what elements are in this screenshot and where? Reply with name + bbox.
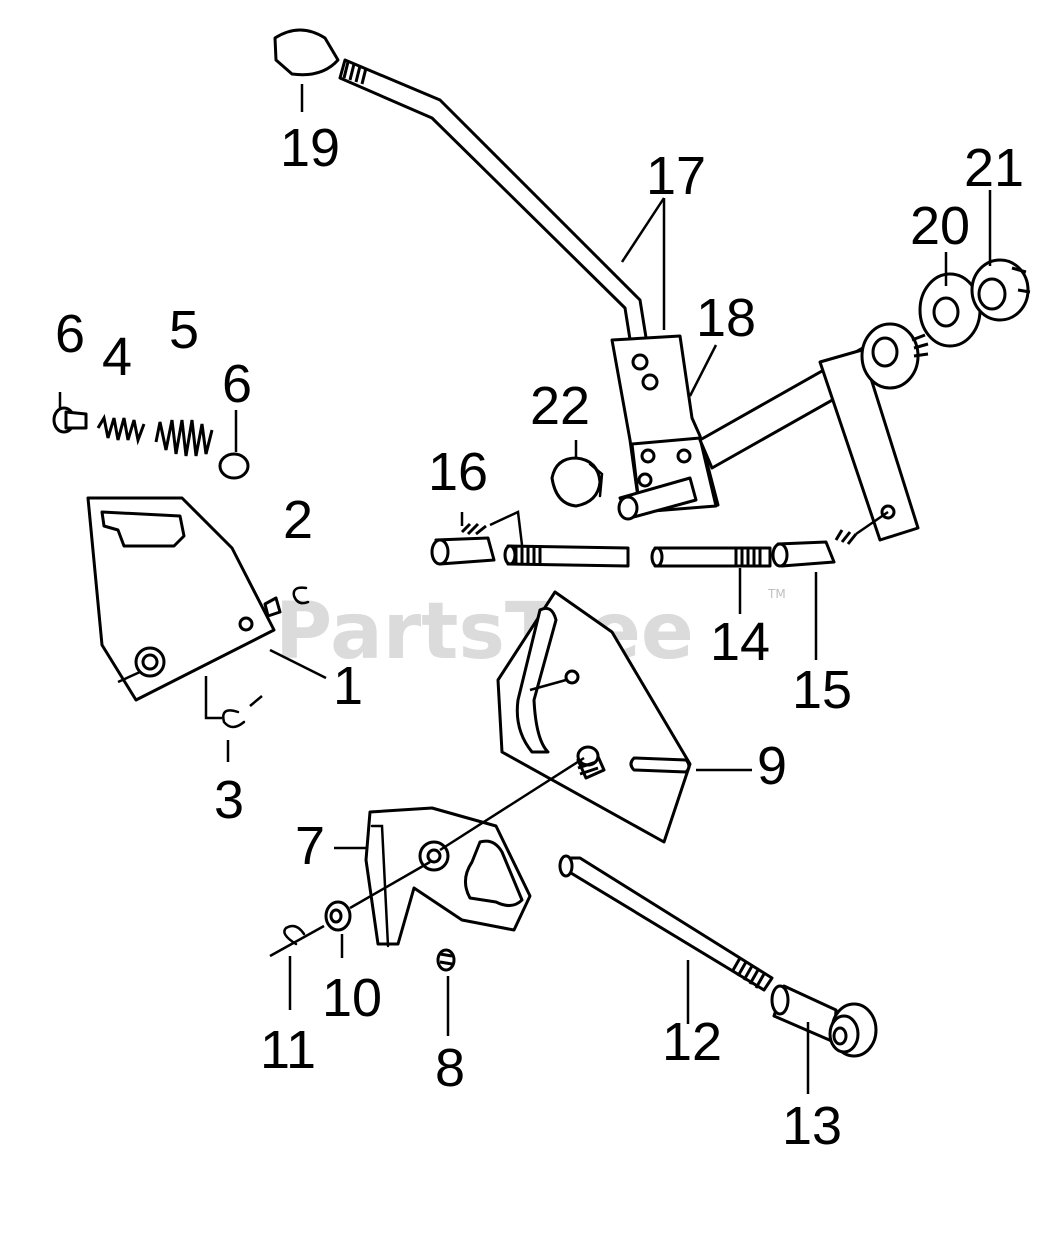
part-10-washer bbox=[324, 860, 431, 932]
part-2-clip bbox=[292, 586, 310, 605]
callout-3: 3 bbox=[214, 770, 244, 830]
callout-6-right: 6 bbox=[222, 354, 252, 414]
part-6-cap-right bbox=[218, 452, 250, 480]
callout-8: 8 bbox=[435, 1038, 465, 1098]
callout-16: 16 bbox=[428, 442, 488, 502]
callout-7: 7 bbox=[295, 816, 325, 876]
watermark-trademark: TM bbox=[767, 587, 786, 601]
part-9-gate-plate bbox=[496, 590, 692, 844]
callout-15: 15 bbox=[792, 660, 852, 720]
part-6-pin-left bbox=[52, 406, 88, 434]
callout-11: 11 bbox=[260, 1020, 316, 1080]
callout-22: 22 bbox=[530, 376, 590, 436]
shaft-assembly bbox=[617, 322, 929, 542]
callout-numbers: 1 2 3 4 5 6 6 7 8 9 10 11 12 13 14 15 16… bbox=[55, 118, 1024, 1156]
callout-12: 12 bbox=[662, 1012, 722, 1072]
callout-4: 4 bbox=[102, 327, 132, 387]
part-15-clevis bbox=[771, 510, 889, 568]
part-18-bracket bbox=[610, 334, 720, 514]
part-22-cap bbox=[550, 456, 604, 508]
part-14-rods bbox=[503, 544, 772, 568]
callout-1: 1 bbox=[333, 656, 363, 716]
part-5-spring bbox=[154, 419, 214, 457]
callout-18: 18 bbox=[696, 288, 756, 348]
part-3-clip bbox=[204, 676, 263, 729]
callout-13: 13 bbox=[782, 1096, 842, 1156]
part-7-bracket bbox=[364, 756, 585, 948]
part-19-knob bbox=[273, 28, 340, 77]
callout-14: 14 bbox=[710, 612, 770, 672]
callout-10: 10 bbox=[322, 968, 382, 1028]
callout-9: 9 bbox=[757, 736, 787, 796]
callout-20: 20 bbox=[910, 196, 970, 256]
part-11-clip bbox=[269, 924, 325, 958]
part-12-rod bbox=[558, 854, 774, 992]
leader-lines bbox=[58, 84, 992, 1094]
part-20-washer bbox=[918, 272, 982, 348]
part-17-shift-lever bbox=[338, 58, 650, 354]
part-4-spring bbox=[96, 413, 146, 446]
part-21-nut bbox=[970, 258, 1031, 322]
callout-2: 2 bbox=[283, 490, 313, 550]
part-8-nut bbox=[436, 948, 456, 972]
part-13-end-link bbox=[770, 984, 878, 1058]
callout-5: 5 bbox=[169, 300, 199, 360]
callout-6-left: 6 bbox=[55, 304, 85, 364]
callout-17: 17 bbox=[646, 146, 706, 206]
part-1-side-plate bbox=[86, 496, 282, 702]
part-16-clevis bbox=[430, 510, 524, 566]
callout-21: 21 bbox=[964, 138, 1024, 198]
callout-19: 19 bbox=[280, 118, 340, 178]
